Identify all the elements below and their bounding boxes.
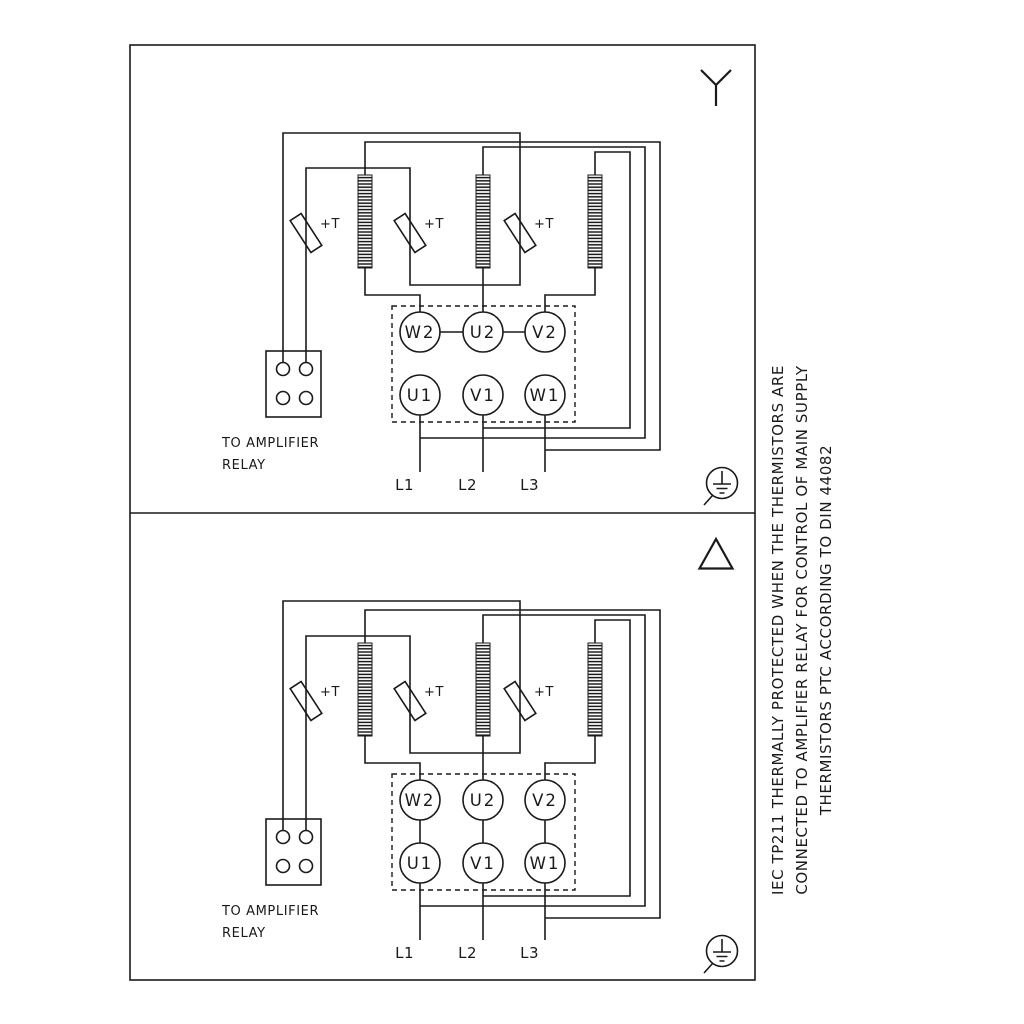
winding-wire [364, 609, 661, 919]
note-line-2: CONNECTED TO AMPLIFIER RELAY FOR CONTROL… [793, 365, 811, 895]
winding-wire [544, 736, 596, 780]
amplifier-relay-note-line1: TO AMPLIFIER [221, 904, 319, 919]
thermistor: +T [289, 680, 340, 722]
terminal-V2 [524, 311, 566, 353]
motor-windings [357, 642, 603, 737]
winding-wire [364, 736, 421, 780]
amplifier-relay-note-line2: RELAY [222, 926, 266, 941]
terminal-box-outline [391, 305, 576, 423]
terminal-label-W1: W1 [530, 854, 561, 873]
thermistor-label: +T [320, 217, 340, 232]
thermistor-label: +T [424, 217, 444, 232]
motor-winding [357, 642, 373, 737]
thermistor-circuit-wire [282, 600, 521, 831]
motor-winding [475, 642, 491, 737]
winding-wire [483, 151, 631, 429]
winding-wire [364, 141, 661, 451]
terminal-V2 [524, 779, 566, 821]
earth-ground-icon [703, 466, 739, 506]
earth-ground-icon [703, 934, 739, 974]
thermistor: +T [503, 680, 554, 722]
note-column: IEC TP211 THERMALLY PROTECTED WHEN THE T… [769, 365, 835, 895]
terminal-label-V2: V2 [532, 791, 558, 810]
delta-connection-icon [697, 536, 735, 570]
thermistor-label: +T [320, 685, 340, 700]
terminal-label-V1: V1 [470, 386, 496, 405]
winding-wire [544, 268, 596, 312]
relay-pin [298, 829, 314, 845]
relay-pin [298, 858, 314, 874]
terminal-W1 [524, 374, 566, 416]
thermistor: +T [289, 212, 340, 254]
mains-label-L3: L3 [520, 944, 539, 962]
winding-wire [420, 146, 646, 439]
thermistor-label: +T [534, 685, 554, 700]
thermistor: +T [393, 680, 444, 722]
relay-pin [298, 361, 314, 377]
terminal-V1 [462, 374, 504, 416]
mains-label-L2: L2 [458, 476, 477, 494]
mains-label-L1: L1 [395, 476, 414, 494]
terminal-U2 [462, 311, 504, 353]
mains-label-L2: L2 [458, 944, 477, 962]
motor-winding [475, 174, 491, 269]
amplifier-relay-connector [265, 818, 322, 886]
terminal-label-U1: U1 [407, 854, 434, 873]
terminal-U2 [462, 779, 504, 821]
thermistor-label: +T [534, 217, 554, 232]
winding-wire [483, 619, 631, 897]
delta-connection-panel: +T +T +T [221, 536, 739, 974]
terminal-W2 [399, 779, 441, 821]
mains-label-L1: L1 [395, 944, 414, 962]
thermistor: +T [503, 212, 554, 254]
winding-wire [420, 614, 646, 907]
motor-windings [357, 174, 603, 269]
terminal-label-V1: V1 [470, 854, 496, 873]
terminal-label-W2: W2 [405, 791, 436, 810]
motor-winding [357, 174, 373, 269]
relay-pin [298, 390, 314, 406]
terminal-W1 [524, 842, 566, 884]
amplifier-relay-connector [265, 350, 322, 418]
thermistor-circuit-wire [282, 132, 521, 363]
terminal-U1 [399, 374, 441, 416]
terminal-U1 [399, 842, 441, 884]
star-connection-panel: +T +T +T [221, 69, 739, 506]
relay-pin [275, 858, 291, 874]
amplifier-relay-note-line1: TO AMPLIFIER [221, 436, 319, 451]
terminal-label-U1: U1 [407, 386, 434, 405]
terminal-label-U2: U2 [470, 323, 497, 342]
delta-bridge-link [419, 820, 546, 843]
relay-pin [275, 361, 291, 377]
mains-label-L3: L3 [520, 476, 539, 494]
thermistor-label: +T [424, 685, 444, 700]
thermistor: +T [393, 212, 444, 254]
star-connection-icon [700, 69, 732, 106]
terminal-label-V2: V2 [532, 323, 558, 342]
note-line-3: THERMISTORS PTC ACCORDING TO DIN 44082 [817, 445, 835, 816]
terminal-box-outline [391, 773, 576, 891]
relay-pin [275, 829, 291, 845]
terminal-label-U2: U2 [470, 791, 497, 810]
terminal-label-W1: W1 [530, 386, 561, 405]
motor-winding [587, 642, 603, 737]
terminal-V1 [462, 842, 504, 884]
note-line-1: IEC TP211 THERMALLY PROTECTED WHEN THE T… [769, 365, 787, 895]
relay-pin [275, 390, 291, 406]
terminal-W2 [399, 311, 441, 353]
amplifier-relay-note-line2: RELAY [222, 458, 266, 473]
terminal-label-W2: W2 [405, 323, 436, 342]
winding-wire [364, 268, 421, 312]
motor-winding [587, 174, 603, 269]
